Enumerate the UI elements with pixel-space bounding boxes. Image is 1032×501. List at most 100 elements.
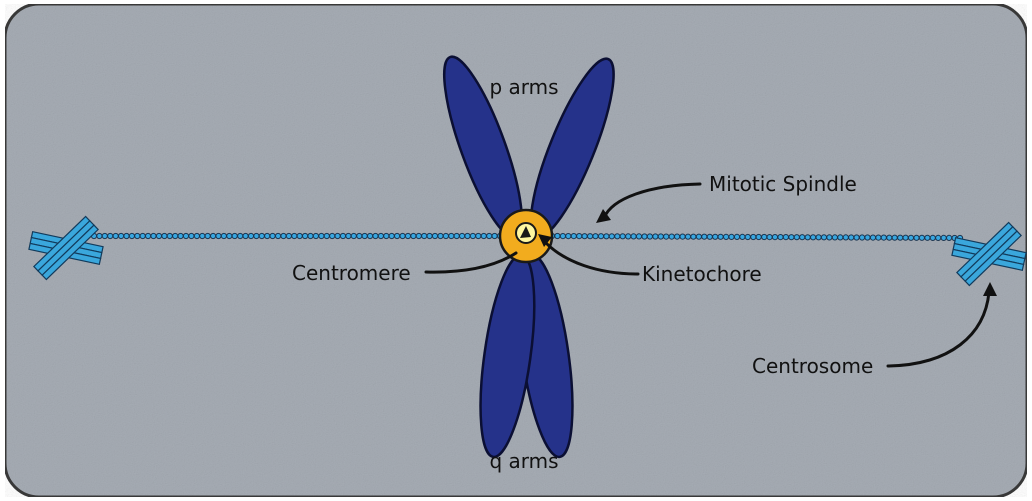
spindle-bead [582,234,587,239]
spindle-bead [167,233,172,238]
spindle-bead [270,233,275,238]
spindle-bead [936,235,941,240]
spindle-bead [854,235,859,240]
spindle-bead [265,233,270,238]
spindle-bead [487,233,492,238]
spindle-bead [416,233,421,238]
spindle-bead [756,234,761,239]
spindle-bead [560,234,565,239]
spindle-bead [566,234,571,239]
spindle-bead [805,235,810,240]
spindle-bead [340,233,345,238]
spindle-bead [647,234,652,239]
spindle-bead [470,233,475,238]
spindle-bead [555,233,560,238]
spindle-bead [308,233,313,238]
centrosome-label: Centrosome [752,354,873,378]
spindle-bead [395,233,400,238]
spindle-bead [821,235,826,240]
spindle-bead [876,235,881,240]
spindle-bead [588,234,593,239]
spindle-bead [378,233,383,238]
spindle-bead [281,233,286,238]
spindle-bead [658,234,663,239]
spindle-bead [615,234,620,239]
spindle-bead [183,233,188,238]
spindle-bead [438,233,443,238]
spindle-bead [778,235,783,240]
spindle-bead [680,234,685,239]
spindle-bead [843,235,848,240]
spindle-bead [789,235,794,240]
kinetochore-label: Kinetochore [642,262,762,286]
q-arms-label: q arms [489,449,558,473]
spindle-bead [914,235,919,240]
spindle-bead [827,235,832,240]
spindle-bead [476,233,481,238]
spindle-bead [178,233,183,238]
spindle-bead [740,234,745,239]
spindle-bead [626,234,631,239]
spindle-bead [346,233,351,238]
spindle-bead [411,233,416,238]
spindle-bead [609,234,614,239]
spindle-bead [745,234,750,239]
spindle-bead [227,233,232,238]
spindle-bead [194,233,199,238]
spindle-bead [357,233,362,238]
spindle-bead [373,233,378,238]
spindle-bead [881,235,886,240]
spindle-bead [713,234,718,239]
spindle-bead [751,234,756,239]
spindle-bead [492,233,497,238]
spindle-bead [243,233,248,238]
spindle-bead [800,235,805,240]
spindle-bead [762,234,767,239]
spindle-bead [729,234,734,239]
spindle-bead [707,234,712,239]
spindle-bead [205,233,210,238]
spindle-bead [351,233,356,238]
spindle-bead [113,233,118,238]
spindle-bead [254,233,259,238]
spindle-bead [887,235,892,240]
spindle-bead [675,234,680,239]
spindle-bead [571,234,576,239]
spindle-bead [221,233,226,238]
spindle-bead [696,234,701,239]
spindle-bead [427,233,432,238]
spindle-bead [941,235,946,240]
spindle-bead [129,233,134,238]
spindle-bead [930,235,935,240]
spindle-bead [232,233,237,238]
spindle-bead [631,234,636,239]
spindle-bead [313,233,318,238]
spindle-bead [892,235,897,240]
spindle-bead [292,233,297,238]
spindle-bead [832,235,837,240]
spindle-bead [259,233,264,238]
spindle-bead [767,235,772,240]
spindle-bead [124,233,129,238]
spindle-bead [642,234,647,239]
spindle-bead [297,233,302,238]
spindle-bead [685,234,690,239]
spindle-bead [140,233,145,238]
spindle-bead [189,233,194,238]
spindle-bead [389,233,394,238]
spindle-bead [303,233,308,238]
spindle-bead [664,234,669,239]
spindle-bead [925,235,930,240]
spindle-bead [702,234,707,239]
spindle-bead [919,235,924,240]
spindle-bead [598,234,603,239]
spindle-bead [481,233,486,238]
spindle-bead [443,233,448,238]
spindle-bead [135,233,140,238]
spindle-bead [454,233,459,238]
spindle-bead [324,233,329,238]
spindle-bead [248,233,253,238]
spindle-bead [653,234,658,239]
spindle-bead [156,233,161,238]
spindle-bead [669,234,674,239]
